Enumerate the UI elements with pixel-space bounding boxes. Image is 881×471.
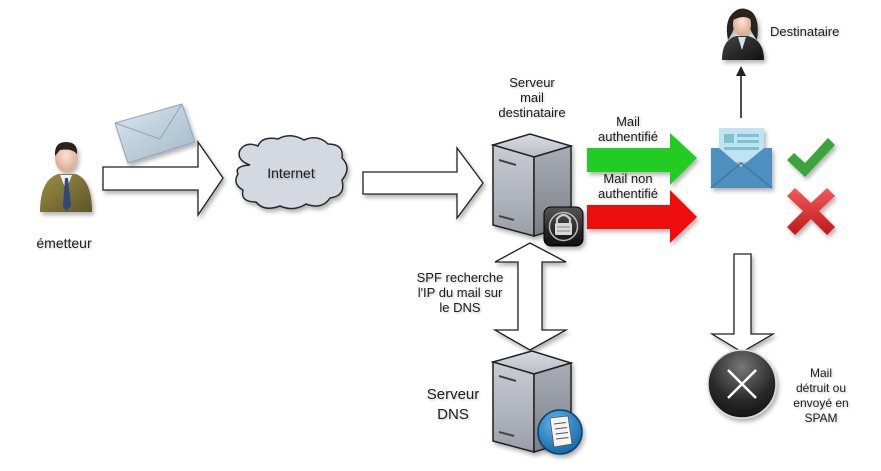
delivery-arrow	[736, 66, 746, 118]
check-icon	[787, 138, 835, 177]
lock-badge-icon	[543, 206, 584, 247]
recipient-label: Destinataire	[770, 24, 840, 39]
spf-lookup-double-arrow	[492, 242, 569, 351]
authenticated-label: Mail authentifié	[598, 114, 658, 144]
internet-label: Internet	[267, 165, 315, 181]
not-authenticated-arrow	[587, 190, 697, 243]
flow-arrow-sender-to-internet	[102, 139, 224, 218]
inbox-open-envelope-icon	[710, 128, 773, 189]
internet-cloud-icon	[235, 135, 348, 210]
x-icon	[787, 188, 835, 235]
recipient-woman-icon	[722, 8, 764, 60]
rejected-circle-x-icon	[707, 349, 777, 419]
flow-arrow-internet-to-server	[362, 146, 484, 220]
spf-lookup-label: SPF recherche l'IP du mail sur le DNS	[416, 270, 504, 315]
not-authenticated-label: Mail non authentifié	[598, 171, 658, 201]
authenticated-arrow	[587, 133, 697, 185]
globe-document-badge-icon	[537, 409, 583, 455]
reject-down-arrow	[709, 253, 776, 353]
dns-server-label: Serveur DNS	[426, 386, 480, 423]
mail-server-label: Serveur mail destinataire	[498, 75, 566, 120]
email-envelope-icon	[114, 103, 196, 164]
rejected-label: Mail détruit ou envoyé en SPAM	[793, 366, 849, 425]
sender-label: émetteur	[36, 235, 92, 251]
sender-man-icon	[40, 142, 92, 212]
